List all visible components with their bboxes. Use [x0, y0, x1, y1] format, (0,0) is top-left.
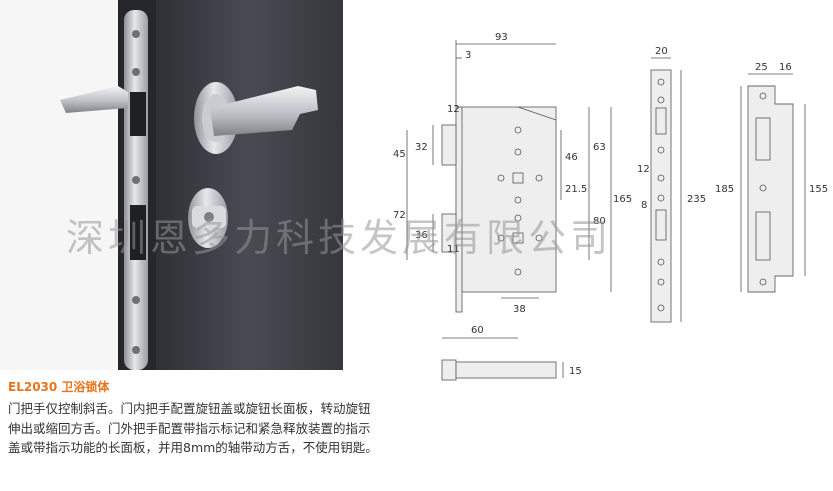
- dim-11: 11: [447, 244, 460, 255]
- dim-63: 63: [593, 142, 606, 153]
- inner-lever-handle: [60, 86, 128, 113]
- technical-drawings: 93 3 12 45 32 72 36 11 46 63 21.5 165 80…: [393, 32, 828, 381]
- dim-8: 8: [641, 200, 647, 211]
- product-description: 门把手仅控制斜舌。门内把手配置旋钮盖或旋钮长面板，转动旋钮伸出或缩回方舌。门外把…: [8, 401, 378, 455]
- dim-46: 46: [565, 152, 578, 163]
- dim-25: 25: [755, 62, 768, 73]
- dim-235: 235: [687, 194, 706, 205]
- dim-80: 80: [593, 216, 606, 227]
- dead-bolt: [130, 205, 146, 260]
- outer-lever-handle: [210, 86, 318, 136]
- product-photo: [0, 0, 343, 370]
- dim-60: 60: [471, 325, 484, 336]
- dim-155: 155: [809, 184, 828, 195]
- dim-165: 165: [613, 194, 632, 205]
- faceplate-view: 20 12 8 235: [637, 46, 706, 323]
- product-title: EL2030 卫浴锁体: [8, 380, 110, 394]
- dim-3: 3: [465, 50, 471, 61]
- lock-body-view: 93 3 12 45 32 72 36 11 46 63 21.5 165 80…: [393, 32, 632, 339]
- lock-side-view: 15: [441, 359, 582, 381]
- lock-faceplate: [124, 10, 148, 370]
- strike-plate-view: 25 16 185 155: [715, 62, 828, 293]
- dim-38: 38: [513, 304, 526, 315]
- door-leaf: [152, 0, 343, 370]
- dim-32: 32: [415, 142, 428, 153]
- dim-72: 72: [393, 210, 406, 221]
- product-caption: EL2030 卫浴锁体 门把手仅控制斜舌。门内把手配置旋钮盖或旋钮长面板，转动旋…: [8, 378, 378, 458]
- dim-185: 185: [715, 184, 734, 195]
- dim-15: 15: [569, 366, 582, 377]
- dim-20: 20: [655, 46, 668, 57]
- dim-36: 36: [415, 230, 428, 241]
- dim-12-faceplate: 12: [637, 164, 650, 175]
- dim-12: 12: [447, 104, 460, 115]
- dim-16: 16: [779, 62, 792, 73]
- dim-21-5: 21.5: [565, 184, 587, 195]
- dim-93: 93: [495, 32, 508, 43]
- company-watermark: 深圳恩多力科技发展有限公司: [66, 216, 613, 260]
- dim-45: 45: [393, 149, 406, 160]
- latch-bolt: [130, 92, 146, 136]
